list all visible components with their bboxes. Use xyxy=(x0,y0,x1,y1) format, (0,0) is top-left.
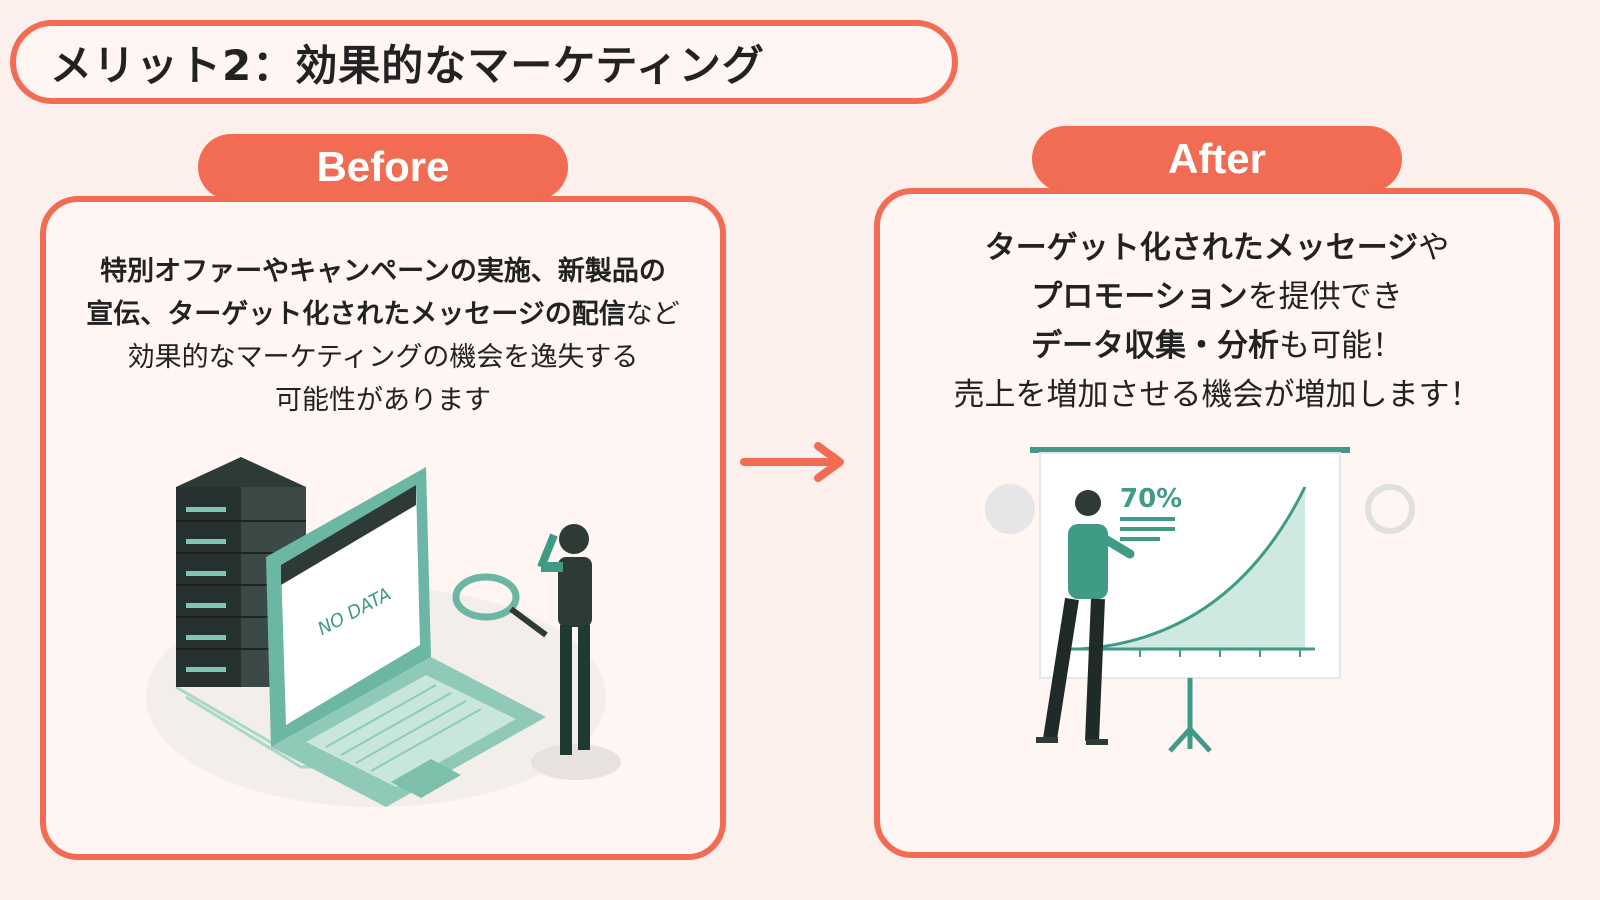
before-line4: 可能性があります xyxy=(275,385,491,416)
right-arrow-icon xyxy=(740,442,844,482)
confused-person-icon xyxy=(531,524,621,780)
before-description: 特別オファーやキャンペーンの実施、新製品の 宣伝、ターゲット化されたメッセージの… xyxy=(46,250,720,422)
before-line2-bold: 宣伝、ターゲット化されたメッセージの配信 xyxy=(86,299,626,330)
after-line1-normal: や xyxy=(1418,230,1450,266)
before-panel: 特別オファーやキャンペーンの実施、新製品の 宣伝、ターゲット化されたメッセージの… xyxy=(40,196,726,860)
before-line3: 効果的なマーケティングの機会を逸失する xyxy=(127,342,639,373)
after-line1-bold: ターゲット化されたメッセージ xyxy=(984,230,1419,266)
after-line4: 売上を増加させる機会が増加します！ xyxy=(953,377,1481,413)
laptop-icon xyxy=(266,467,546,807)
slide-title: メリット2：効果的なマーケティング xyxy=(10,20,958,104)
presenter-person-icon xyxy=(1036,490,1135,745)
after-line3-normal: も可能！ xyxy=(1279,328,1403,364)
after-line3-bold: データ収集・分析 xyxy=(1031,328,1279,364)
before-line1: 特別オファーやキャンペーンの実施、新製品の xyxy=(100,256,666,287)
presentation-illustration: 70% xyxy=(985,447,1415,753)
server-stack-icon xyxy=(176,457,306,687)
after-tag: After xyxy=(1032,126,1402,192)
after-line2-bold: プロモーション xyxy=(1031,279,1248,315)
after-line2-normal: を提供でき xyxy=(1247,279,1403,315)
before-line2-normal: など xyxy=(625,299,680,330)
before-tag: Before xyxy=(198,134,568,200)
after-description: ターゲット化されたメッセージや プロモーションを提供でき データ収集・分析も可能… xyxy=(880,224,1554,420)
percent-label: 70% xyxy=(1120,484,1182,514)
no-data-illustration: NO DATA xyxy=(146,457,621,807)
magnifier-icon xyxy=(452,573,548,638)
after-panel: ターゲット化されたメッセージや プロモーションを提供でき データ収集・分析も可能… xyxy=(874,188,1560,858)
